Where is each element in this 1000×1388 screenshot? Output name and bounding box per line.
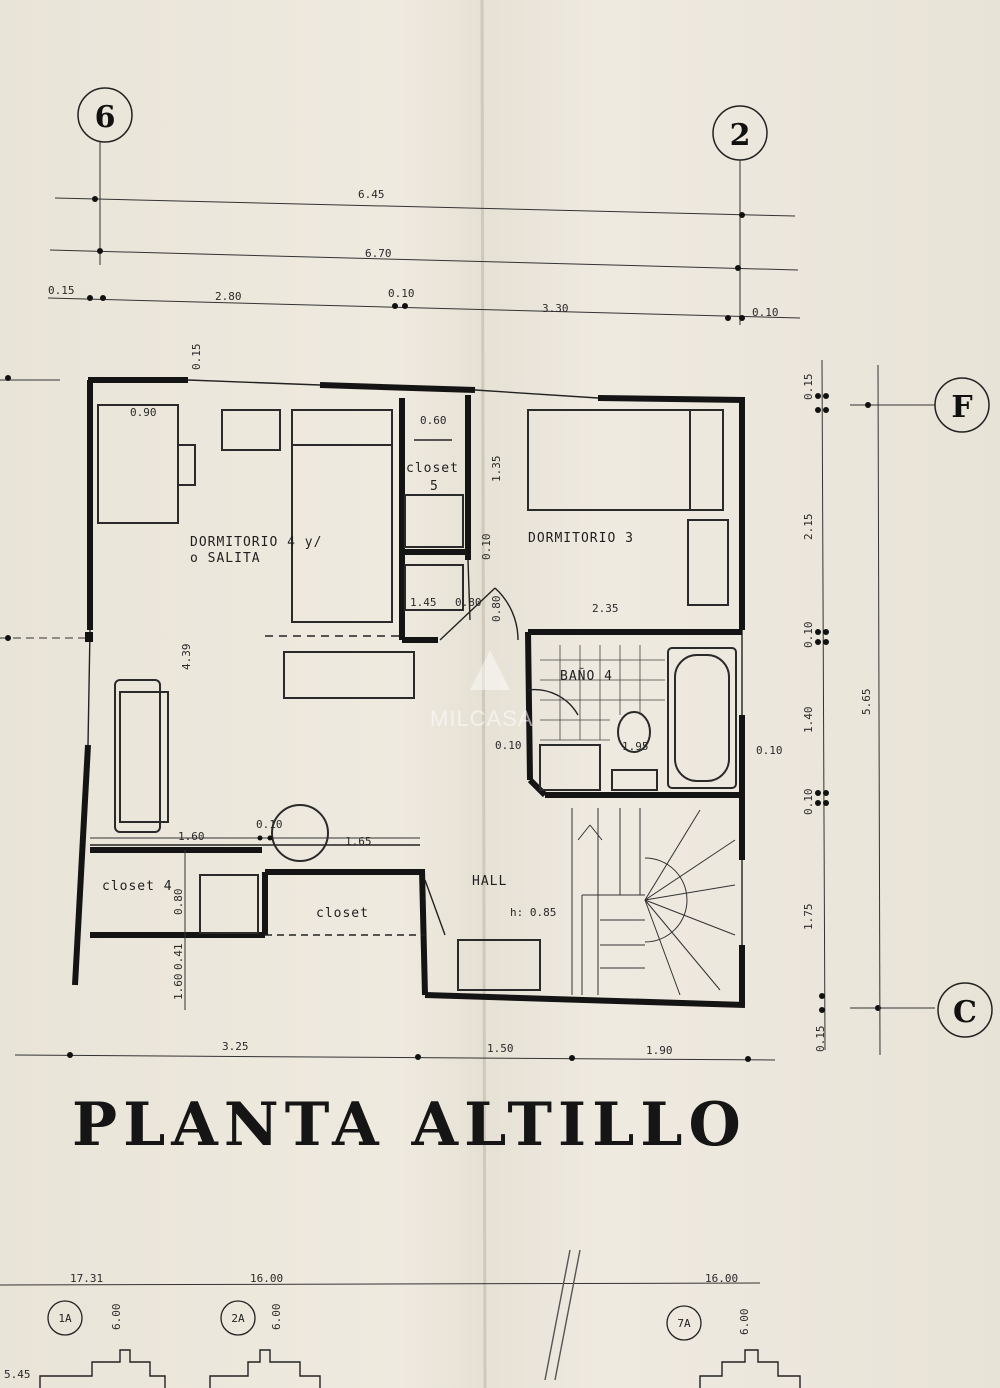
axis-bubble-2: 2	[712, 105, 768, 325]
watermark-logo: MILCASA	[430, 650, 534, 731]
doors	[424, 587, 579, 936]
furniture	[97, 404, 737, 996]
svg-text:2.15: 2.15	[802, 514, 815, 541]
svg-text:0.41: 0.41	[172, 944, 185, 971]
svg-text:3.25: 3.25	[222, 1040, 249, 1053]
svg-text:C: C	[953, 995, 977, 1030]
svg-text:1.90: 1.90	[646, 1044, 673, 1057]
label-closet-5-num: 5	[430, 479, 439, 494]
svg-text:0.15: 0.15	[48, 284, 75, 297]
svg-text:0.15: 0.15	[802, 374, 815, 401]
svg-text:0.60: 0.60	[420, 414, 447, 427]
svg-text:1.45: 1.45	[410, 596, 437, 609]
axis-bubble-6: 6	[77, 87, 133, 265]
footer-elevation-sketch: 17.31 16.00 16.00 1A 2A 7A 6.00 6.00 6.0…	[0, 1249, 801, 1388]
svg-text:0.10: 0.10	[756, 744, 783, 757]
label-hall-height: h: 0.85	[510, 906, 556, 919]
svg-text:0.80: 0.80	[172, 889, 185, 916]
exterior-walls	[72, 377, 746, 1008]
svg-text:0.90: 0.90	[130, 406, 157, 419]
svg-text:0.80: 0.80	[455, 596, 482, 609]
svg-text:6: 6	[95, 100, 116, 135]
inner-dimensions: 0.15 0.90 0.60 1.35 0.10 1.45 0.80 0.80 …	[90, 344, 783, 1010]
svg-text:1.75: 1.75	[802, 904, 815, 931]
svg-text:16.00: 16.00	[705, 1272, 738, 1285]
svg-text:1.60: 1.60	[172, 974, 185, 1001]
room-labels: DORMITORIO 4 y/ o SALITA DORMITORIO 3 cl…	[102, 461, 634, 921]
label-closet-4: closet 4	[102, 879, 173, 894]
svg-text:0.15: 0.15	[814, 1026, 827, 1053]
svg-text:0.10: 0.10	[388, 287, 415, 300]
svg-text:5.45: 5.45	[4, 1368, 31, 1381]
bottom-dimension-line: 3.25 1.50 1.90	[14, 1040, 776, 1062]
svg-text:F: F	[951, 390, 972, 425]
svg-text:6.45: 6.45	[358, 188, 385, 201]
axis-bubble-F: F	[850, 377, 990, 433]
plan-title: PLANTA ALTILLO	[72, 1090, 747, 1160]
svg-text:1.40: 1.40	[802, 707, 815, 734]
svg-text:0.15: 0.15	[190, 344, 203, 371]
svg-text:2A: 2A	[231, 1312, 245, 1325]
svg-text:17.31: 17.31	[70, 1272, 103, 1285]
svg-text:0.10: 0.10	[802, 789, 815, 816]
svg-text:6.00: 6.00	[738, 1309, 751, 1336]
paper-fold	[480, 0, 487, 1388]
svg-text:0.10: 0.10	[802, 622, 815, 649]
svg-text:3.30: 3.30	[542, 302, 569, 315]
svg-text:1.95: 1.95	[622, 740, 649, 753]
svg-text:1.65: 1.65	[345, 835, 372, 848]
svg-text:0.10: 0.10	[480, 534, 493, 561]
label-salita: o SALITA	[190, 551, 261, 566]
right-dimension-lines: 0.15 2.15 0.10 1.40 0.10 1.75 0.15 5.65	[802, 359, 881, 1056]
svg-text:1.35: 1.35	[490, 456, 503, 483]
svg-text:1.60: 1.60	[178, 830, 205, 843]
label-hall: HALL	[472, 874, 507, 889]
label-bano-4: BAÑO 4	[560, 668, 613, 684]
svg-text:5.65: 5.65	[860, 689, 873, 716]
svg-text:6.70: 6.70	[365, 247, 392, 260]
svg-text:6.00: 6.00	[110, 1304, 123, 1331]
svg-text:1A: 1A	[58, 1312, 72, 1325]
svg-text:0.10: 0.10	[752, 306, 779, 319]
svg-text:7A: 7A	[677, 1317, 691, 1330]
svg-text:6.00: 6.00	[270, 1304, 283, 1331]
svg-text:0.10: 0.10	[495, 739, 522, 752]
label-dormitorio-3: DORMITORIO 3	[528, 531, 634, 546]
svg-text:2: 2	[730, 118, 751, 153]
svg-text:0.80: 0.80	[490, 596, 503, 623]
interior-walls	[90, 395, 742, 936]
label-closet: closet	[316, 906, 369, 921]
svg-text:2.35: 2.35	[592, 602, 619, 615]
svg-text:16.00: 16.00	[250, 1272, 283, 1285]
svg-text:2.80: 2.80	[215, 290, 242, 303]
label-closet-5: closet	[406, 461, 459, 476]
svg-text:4.39: 4.39	[180, 644, 193, 671]
svg-text:0.10: 0.10	[256, 818, 283, 831]
svg-text:1.50: 1.50	[487, 1042, 514, 1055]
top-dimension-lines: 6.45 6.70 0.15 2.80 0.10 3.30 0.10	[47, 188, 801, 321]
svg-text:MILCASA: MILCASA	[430, 706, 534, 731]
axis-bubble-C: C	[850, 982, 993, 1038]
left-edge-marks	[0, 375, 90, 641]
label-dormitorio-4: DORMITORIO 4 y/	[190, 535, 322, 550]
